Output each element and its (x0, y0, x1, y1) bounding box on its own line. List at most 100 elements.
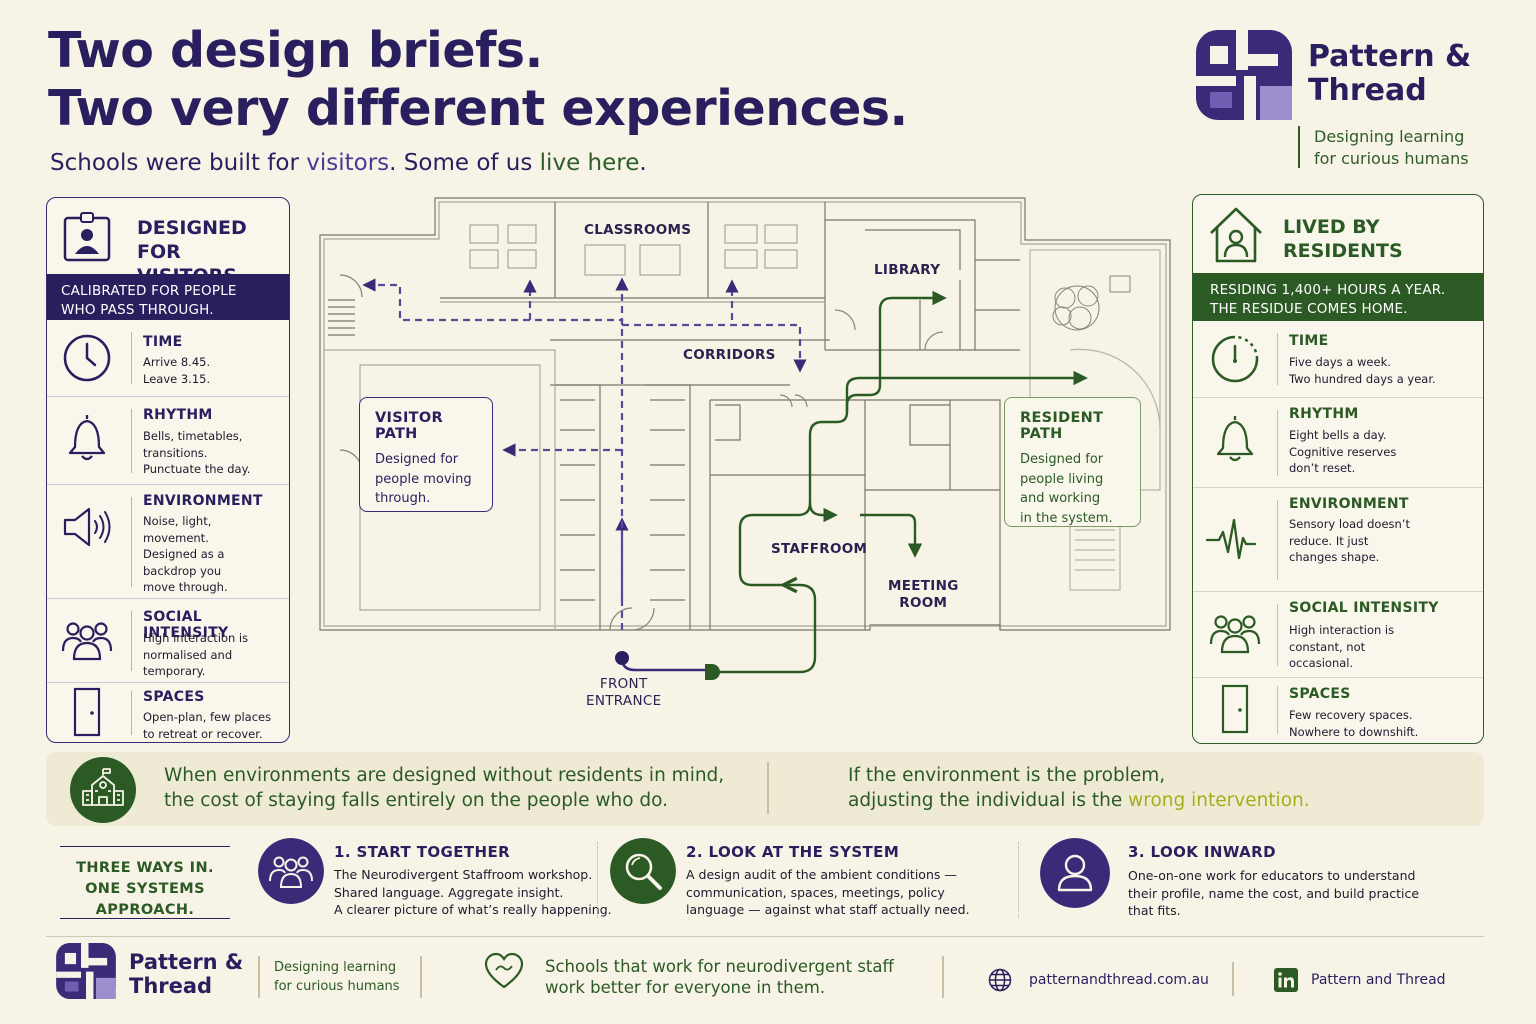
resident-path-callout: RESIDENT PATH Designed for people living… (1004, 397, 1141, 527)
visitors-row-environment: ENVIRONMENT Noise, light, movement. Desi… (47, 484, 289, 598)
visitors-band-line-2: WHO PASS THROUGH. (61, 302, 214, 318)
page-title: Two design briefs. Two very different ex… (48, 22, 908, 138)
row-line: Bells, timetables, (143, 429, 243, 443)
three-ways-rule-top (60, 846, 230, 847)
row-desc: High interaction is normalised and tempo… (143, 630, 248, 680)
brand-tagline: Designing learning for curious humans (1314, 126, 1469, 170)
row-divider (131, 611, 132, 671)
residents-panel: LIVED BY RESIDENTS RESIDING 1,400+ HOURS… (1192, 194, 1484, 744)
residents-title: LIVED BY RESIDENTS (1283, 215, 1403, 263)
way-line: One-on-one work for educators to underst… (1128, 868, 1416, 883)
row-line: normalised and (143, 647, 233, 662)
residents-band-line-2: THE RESIDUE COMES HOME. (1210, 301, 1408, 317)
visitors-row-social: SOCIAL INTENSITY High interaction is nor… (47, 598, 289, 682)
row-desc: Noise, light, movement. Designed as a ba… (143, 513, 228, 596)
tree-drawing (1052, 275, 1131, 331)
footer-message-line-2: work better for everyone in them. (545, 978, 826, 997)
callout-line: Designed for (1020, 452, 1104, 467)
title-line-1: Two design briefs. (48, 22, 543, 79)
clock-icon (1211, 335, 1259, 383)
footer-brand-line-1: Pattern & (129, 950, 244, 974)
way-1-desc: The Neurodivergent Staffroom workshop. S… (334, 866, 612, 919)
row-title: SOCIAL INTENSITY (143, 609, 229, 641)
magnifier-icon (610, 838, 676, 904)
row-divider (1277, 604, 1278, 666)
row-line: Arrive 8.45. (143, 355, 211, 369)
row-line: reduce. It just (1289, 533, 1369, 548)
footer-divider (258, 956, 260, 998)
group-icon (258, 838, 324, 904)
title-line-2: Two very different experiences. (48, 80, 908, 137)
row-desc: Sensory load doesn’t reduce. It just cha… (1289, 516, 1410, 566)
row-desc: High interaction is constant, not occasi… (1289, 622, 1394, 672)
callout-line: people moving (375, 471, 472, 487)
row-desc: Open-plan, few places to retreat or reco… (143, 709, 271, 742)
entrance-line-2: ENTRANCE (586, 693, 662, 709)
subtitle-pre: Schools were built for (50, 150, 307, 176)
label-classrooms: CLASSROOMS (584, 222, 692, 238)
row-line: High interaction is (143, 631, 249, 645)
way-line: A design audit of the ambient conditions… (686, 867, 957, 882)
visitors-row-spaces: SPACES Open-plan, few places to retreat … (47, 682, 289, 742)
logo-divider (1298, 126, 1300, 168)
three-ways-title-line-1: THREE WAYS IN. (76, 860, 214, 876)
tagline-line-1: Designing learning (1314, 127, 1465, 146)
linkedin-icon[interactable] (1274, 968, 1298, 992)
row-line: Leave 3.15. (143, 371, 211, 386)
visitors-row-rhythm: RHYTHM Bells, timetables, transitions. P… (47, 396, 289, 484)
way-divider (1018, 842, 1019, 918)
quote-right: If the environment is the problem, adjus… (848, 763, 1310, 813)
brand-name: Pattern & Thread (1308, 40, 1471, 108)
residents-title-line-1: LIVED BY (1283, 216, 1380, 238)
footer-divider (1232, 962, 1234, 996)
row-desc: Arrive 8.45. Leave 3.15. (143, 354, 210, 387)
visitors-row-time: TIME Arrive 8.45. Leave 3.15. (47, 320, 289, 396)
three-ways-title-line-2: ONE SYSTEMS APPROACH. (85, 881, 205, 918)
row-line: Two hundred days a year. (1289, 371, 1436, 386)
row-title: TIME (143, 334, 183, 350)
row-line: temporary. (143, 664, 206, 678)
visitor-path (362, 277, 807, 630)
way-divider (597, 842, 598, 918)
footer-rule (46, 936, 1484, 937)
way-line: Shared language. Aggregate insight. (334, 884, 564, 900)
resident-path (710, 290, 1088, 674)
footer-brand-name: Pattern & Thread (129, 950, 243, 998)
quote-left-line-1: When environments are designed without r… (164, 765, 725, 786)
row-line: occasional. (1289, 656, 1354, 670)
row-title: SPACES (1289, 686, 1351, 702)
residents-band-line-1: RESIDING 1,400+ HOURS A YEAR. (1210, 282, 1446, 298)
callout-line: through. (375, 491, 431, 506)
row-line: Few recovery spaces. (1289, 708, 1413, 722)
row-title: SOCIAL INTENSITY (1289, 600, 1439, 616)
row-line: Cognitive reserves (1289, 444, 1397, 459)
row-divider (131, 691, 132, 735)
three-ways-rule-bottom (60, 918, 230, 919)
row-line: Designed as a (143, 547, 225, 561)
row-divider (131, 409, 132, 473)
footer-message-line-1: Schools that work for neurodivergent sta… (545, 957, 894, 976)
footer-divider (420, 956, 422, 998)
visitors-band: CALIBRATED FOR PEOPLE WHO PASS THROUGH. (47, 274, 289, 320)
visitors-title-line-1: DESIGNED FOR (137, 217, 247, 263)
brand-name-line-2: Thread (1308, 73, 1427, 108)
row-divider (1277, 410, 1278, 476)
website-link[interactable]: patternandthread.com.au (1029, 972, 1209, 988)
row-divider (1277, 686, 1278, 734)
row-desc: Bells, timetables, transitions. Punctuat… (143, 428, 250, 478)
row-desc: Five days a week. Two hundred days a yea… (1289, 354, 1436, 387)
quote-left-line-2: the cost of staying falls entirely on th… (164, 790, 669, 811)
meeting-line-2: ROOM (899, 595, 948, 611)
row-line: Punctuate the day. (143, 462, 251, 476)
row-divider (1277, 333, 1278, 385)
linkedin-link[interactable]: Pattern and Thread (1311, 972, 1446, 988)
way-2-desc: A design audit of the ambient conditions… (686, 866, 970, 919)
callout-line: and working (1020, 491, 1101, 506)
row-title: RHYTHM (143, 407, 213, 423)
row-desc: Few recovery spaces. Nowhere to downshif… (1289, 707, 1418, 740)
residents-band: RESIDING 1,400+ HOURS A YEAR. THE RESIDU… (1193, 273, 1483, 321)
visitors-band-line-1: CALIBRATED FOR PEOPLE (61, 283, 237, 299)
residents-row-social: SOCIAL INTENSITY High interaction is con… (1193, 591, 1483, 677)
callout-line: Designed for (375, 452, 459, 467)
group-icon (1209, 615, 1261, 654)
